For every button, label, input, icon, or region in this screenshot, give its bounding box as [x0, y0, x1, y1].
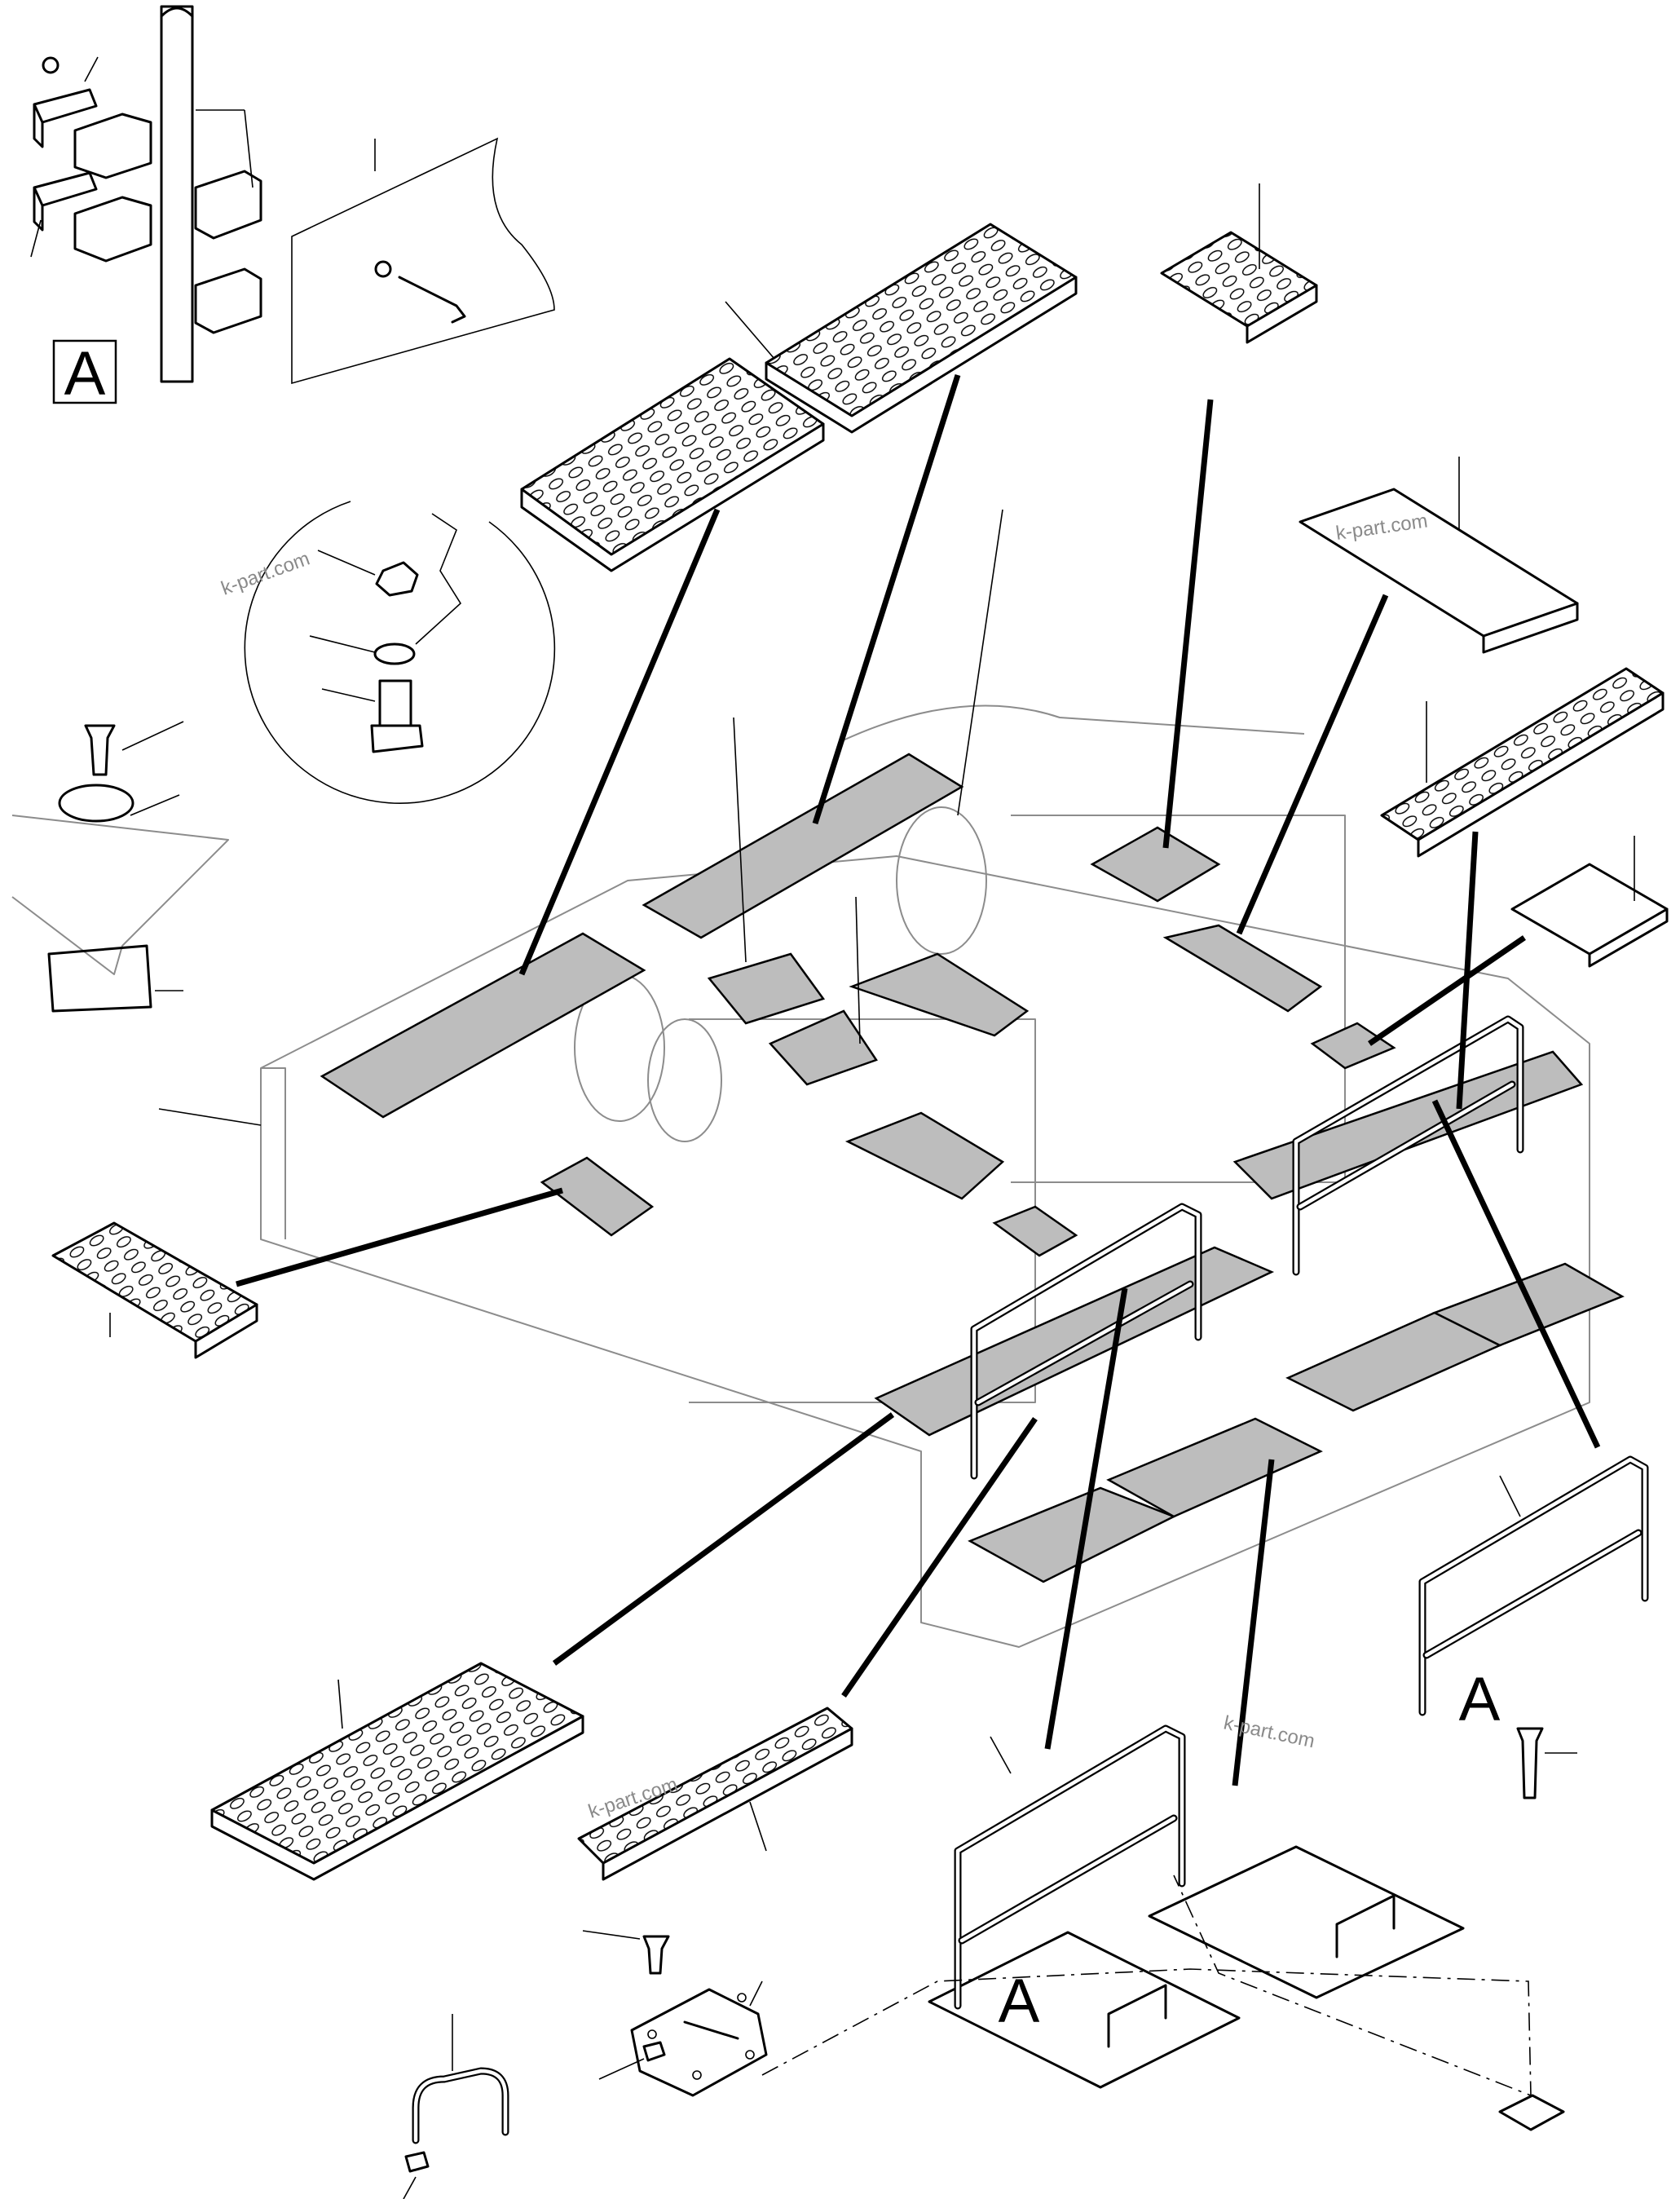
right-housing [1011, 815, 1346, 1183]
left-housing [689, 1018, 1036, 1403]
watermark: k-part.com [1222, 1711, 1316, 1752]
exploded-railing-center: A [954, 1724, 1186, 2036]
clamp-half-right-upper [194, 170, 262, 240]
plate-installed-11 [992, 1205, 1078, 1257]
washer [374, 260, 392, 278]
walkway-left-installed [874, 1246, 1275, 1437]
bolt-icon [398, 276, 466, 324]
lock-washer [373, 642, 416, 665]
hinge-icon [630, 1988, 768, 2097]
plate-installed-2 [642, 753, 964, 939]
plate-installed-7 [1162, 924, 1323, 1013]
watermark: k-part.com [218, 547, 313, 599]
perforated-plate-top-center [765, 223, 1078, 434]
plate-installed-9 [540, 1156, 655, 1237]
clamp-half-left-upper [73, 113, 152, 179]
u-bolt-icon [412, 2067, 509, 2144]
leader-lines [109, 183, 1635, 1852]
plate-fastening-detail [11, 721, 229, 1013]
clamp-half-left-lower [73, 196, 152, 263]
detail-a-clamp-assembly: A [30, 5, 555, 408]
nut-icon [42, 56, 60, 74]
bolt-icon [1516, 1727, 1544, 1799]
detail-callout-icon [52, 339, 117, 404]
nut-icon [642, 2041, 666, 2062]
exploded-railing-right: A [1418, 1455, 1649, 1734]
clamp-plate-lower [33, 171, 98, 232]
installed-railings [970, 1015, 1524, 1480]
bolt-icon [378, 679, 412, 727]
perforated-plate-top-left [520, 357, 825, 572]
bottom-hardware [403, 1727, 1577, 2199]
small-cover-plate-right [1510, 863, 1669, 968]
step-plate-2 [1106, 1417, 1323, 1518]
detail-a-label: A [64, 339, 106, 408]
plate-installed-3 [707, 952, 826, 1025]
cover-plate-bottom-right-upper [1148, 1845, 1465, 1999]
bolt-icon [642, 1935, 670, 1975]
nut-icon [375, 561, 419, 597]
fastener-detail-circle: k-part.com [218, 501, 556, 804]
mounting-bracket [291, 137, 555, 385]
perforated-step-top-right [1160, 231, 1318, 344]
solid-plate-right [1299, 488, 1579, 654]
plate-installed-1 [320, 932, 646, 1119]
pointer-lines [236, 373, 1601, 1786]
step-plate-1 [968, 1486, 1177, 1583]
spacer-block [47, 944, 152, 1013]
clamp-half-right-lower [194, 267, 262, 334]
clamp-plate-upper [33, 88, 98, 148]
plate-installed-10 [844, 1111, 1005, 1200]
nut-icon [404, 2151, 430, 2173]
cover-plate-bottom-right-lower [928, 1931, 1241, 2089]
bolt-icon [84, 724, 116, 776]
plate-installed-5 [849, 952, 1030, 1037]
walkway-right-installed [1232, 1050, 1584, 1200]
perforated-walkway-bottom-left [210, 1662, 584, 1881]
nut-icon [1498, 2094, 1565, 2131]
plate-installed-8 [1310, 1022, 1396, 1070]
sprocket-right [896, 806, 987, 955]
plate-installed-4 [768, 1009, 878, 1086]
perforated-step-left [51, 1221, 258, 1359]
exploded-plates [51, 223, 1669, 2089]
plate-installed-6 [1090, 826, 1221, 903]
perforated-strip-right [1380, 667, 1665, 858]
vertical-pipe [160, 5, 194, 383]
perforated-strip-bottom-center [577, 1707, 853, 1881]
washer [58, 784, 134, 823]
railing-right-label: A [1459, 1665, 1501, 1734]
